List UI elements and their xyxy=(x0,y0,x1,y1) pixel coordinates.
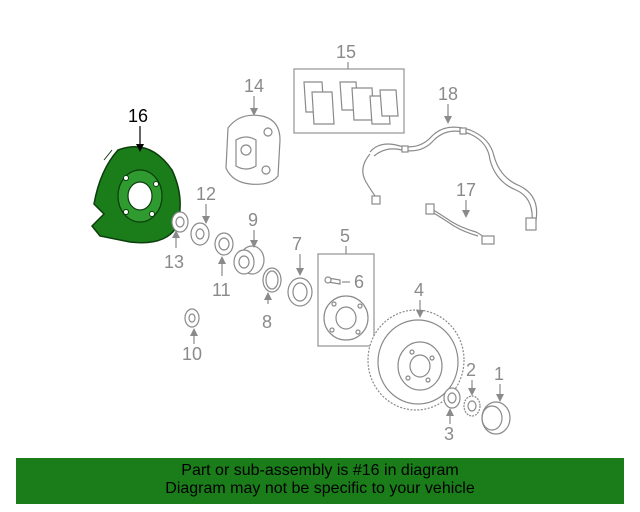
banner-line-2: Diagram may not be specific to your vehi… xyxy=(165,480,475,497)
callout-3[interactable]: 3 xyxy=(444,424,454,444)
part-6-bolt[interactable] xyxy=(324,276,341,285)
callout-16[interactable]: 16 xyxy=(128,106,148,126)
part-15-brake-pads-box[interactable] xyxy=(293,68,405,134)
callout-10[interactable]: 10 xyxy=(182,344,202,364)
callout-13[interactable]: 13 xyxy=(164,252,184,272)
callout-11[interactable]: 11 xyxy=(212,280,231,300)
callout-6[interactable]: 6 xyxy=(354,272,364,292)
callout-12[interactable]: 12 xyxy=(196,184,216,204)
callout-2[interactable]: 2 xyxy=(466,360,476,380)
parts-diagram: 16 14 15 18 17 xyxy=(90,42,538,444)
part-4-brake-rotor[interactable] xyxy=(367,309,465,411)
part-9-hub-bearing[interactable] xyxy=(233,245,265,275)
part-1-grease-cap[interactable] xyxy=(481,401,511,435)
callout-5[interactable]: 5 xyxy=(340,226,350,246)
part-12-bearing[interactable] xyxy=(190,222,210,246)
part-5-hub xyxy=(323,295,369,341)
part-11-bearing-race[interactable] xyxy=(214,232,234,256)
callout-4[interactable]: 4 xyxy=(414,280,424,300)
part-2-adjusting-nut[interactable] xyxy=(463,395,481,417)
part-7-oil-seal[interactable] xyxy=(287,277,313,307)
callout-1[interactable]: 1 xyxy=(494,364,504,384)
part-13-seal[interactable] xyxy=(171,211,189,233)
callout-7[interactable]: 7 xyxy=(292,234,302,254)
part-17-speed-sensor[interactable] xyxy=(425,203,495,245)
callout-17[interactable]: 17 xyxy=(456,180,476,200)
callout-14[interactable]: 14 xyxy=(244,76,264,96)
part-14-caliper[interactable] xyxy=(225,114,281,185)
callout-9[interactable]: 9 xyxy=(248,210,258,230)
part-8-snap-ring[interactable] xyxy=(262,267,282,293)
callout-15[interactable]: 15 xyxy=(336,42,356,62)
part-15-brake-pads xyxy=(303,81,399,125)
info-banner: Part or sub-assembly is #16 in diagram D… xyxy=(16,458,624,504)
part-10-washer[interactable] xyxy=(184,308,200,328)
part-3-lock-nut[interactable] xyxy=(443,387,461,409)
callout-18[interactable]: 18 xyxy=(438,84,458,104)
part-18-abs-sensor-harness[interactable] xyxy=(362,126,538,231)
callout-8[interactable]: 8 xyxy=(262,312,272,332)
banner-line-1: Part or sub-assembly is #16 in diagram xyxy=(181,462,459,479)
part-16-dust-shield[interactable] xyxy=(90,146,181,244)
